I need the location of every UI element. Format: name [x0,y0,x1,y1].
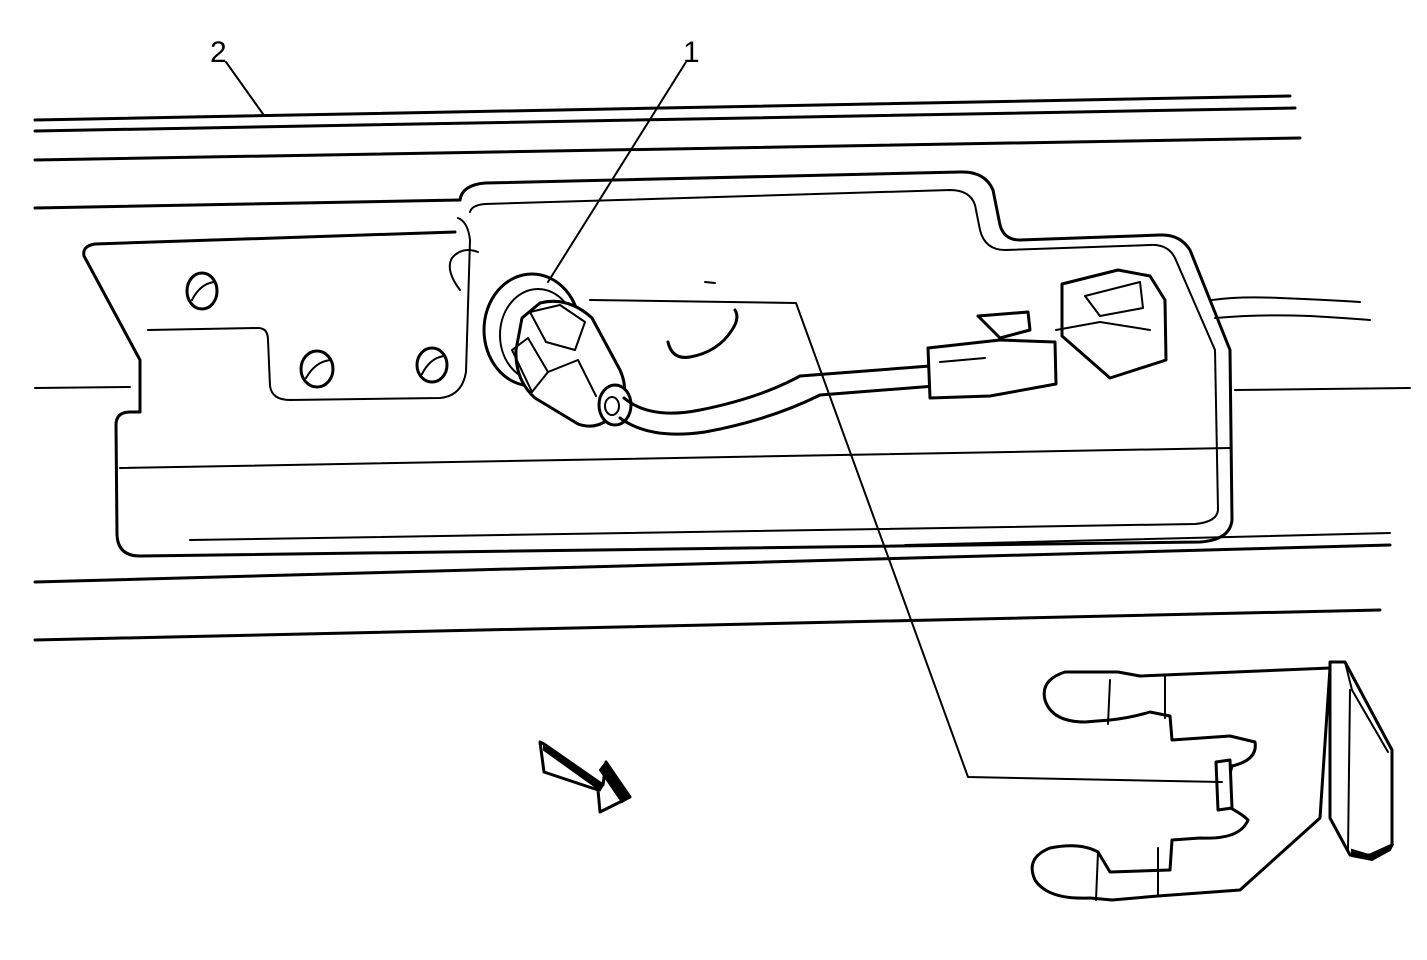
callout-1-label: 1 [683,36,700,69]
lamp-wire [618,364,937,436]
callout-1: 1 [547,36,700,283]
detail-reference-lines [589,299,1223,783]
lamp-socket [482,272,633,428]
direction-arrow-icon [538,740,632,814]
mounting-pocket [82,170,1234,558]
callout-2-label: 2 [210,36,227,69]
callout-2: 2 [210,36,264,115]
mounting-holes [185,271,739,389]
wire-connector [926,268,1168,400]
panel-edges [33,94,1411,642]
retaining-clip [1030,660,1395,902]
